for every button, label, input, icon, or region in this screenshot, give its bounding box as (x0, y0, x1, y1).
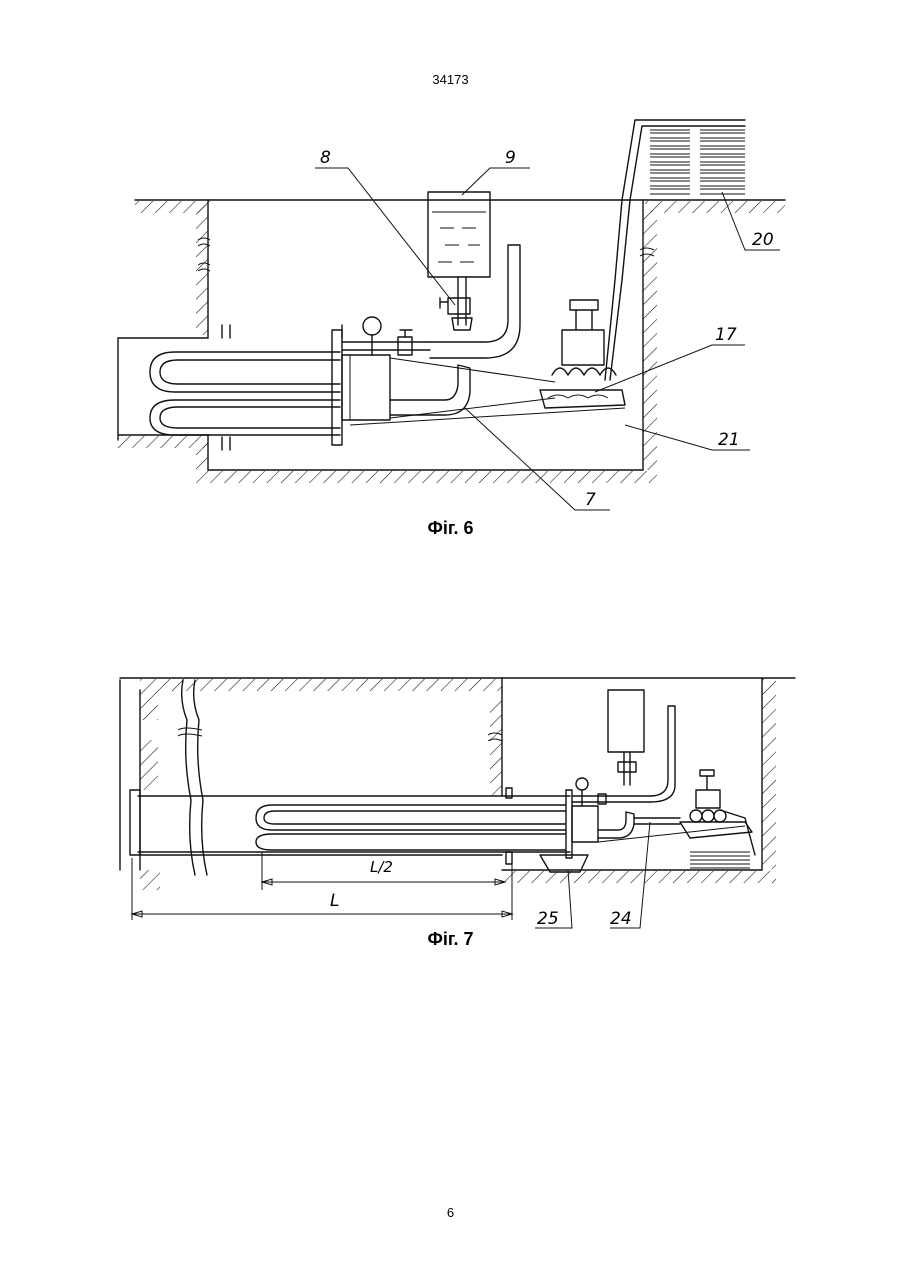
label-9: 9 (505, 148, 516, 168)
leader-17 (595, 345, 745, 392)
leader-9 (462, 168, 530, 195)
valve (398, 337, 412, 355)
u-tube-upper (150, 352, 340, 392)
label-21: 21 (718, 430, 740, 450)
page-footer-number: 6 (0, 1205, 901, 1220)
ground-hatch-right (645, 201, 785, 213)
figure-7-caption: Фіг. 7 (0, 929, 901, 950)
compressor-body (562, 330, 604, 365)
compressor-base (540, 390, 625, 408)
label-7: 7 (585, 490, 596, 510)
distribution-box (342, 355, 390, 420)
figure-7-drawing: L/2 L 25 24 (120, 678, 795, 929)
figure-6-caption: Фіг. 6 (0, 518, 901, 539)
label-25: 25 (537, 909, 559, 929)
radiator (650, 130, 745, 194)
label-l-half: L/2 (370, 858, 393, 876)
compressor-head (570, 300, 598, 310)
u-tube-lower (150, 400, 340, 435)
pressure-gauge (363, 317, 381, 335)
figure-6-drawing: 8 9 20 17 21 7 (118, 120, 785, 510)
label-l: L (330, 891, 339, 911)
outlet-pipe (390, 365, 470, 415)
label-8: 8 (320, 148, 331, 168)
left-wall-hatch (196, 205, 208, 335)
label-20: 20 (752, 230, 774, 250)
label-17: 17 (715, 325, 737, 345)
tank (428, 192, 490, 277)
leader-8 (315, 168, 455, 305)
label-24: 24 (610, 909, 632, 929)
